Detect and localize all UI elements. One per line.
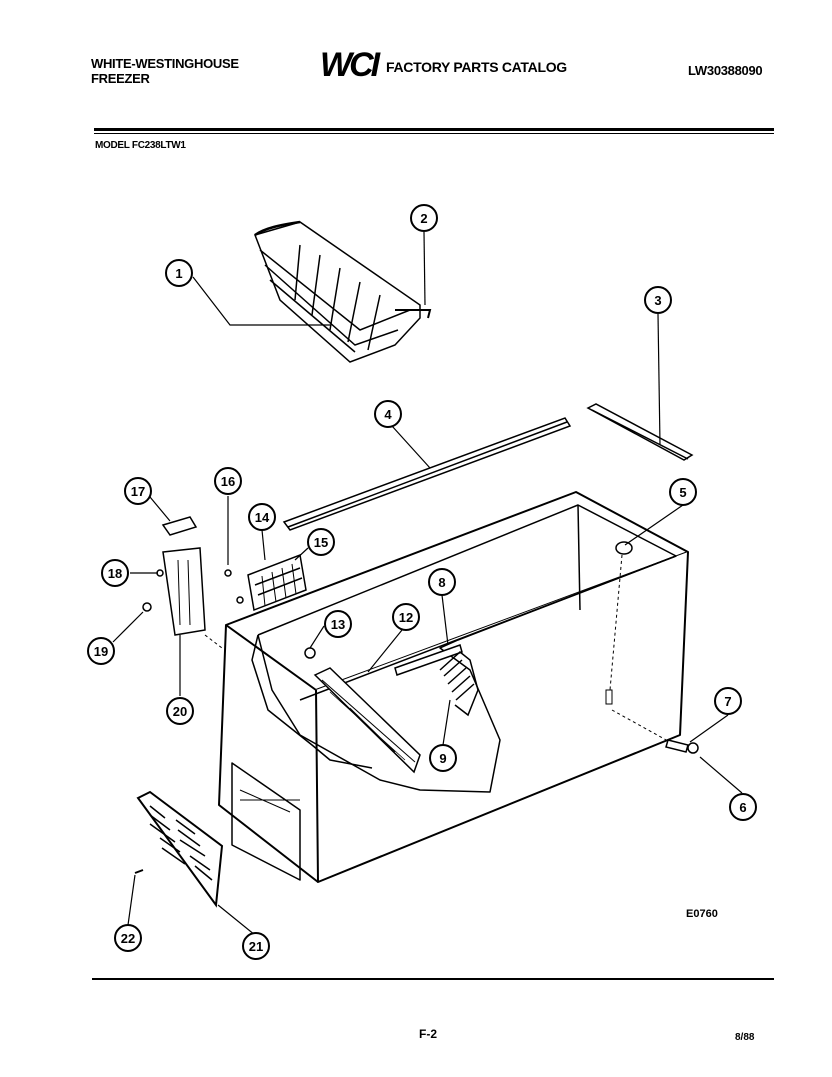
leader-lines <box>112 231 743 936</box>
part-4-rail <box>282 417 572 531</box>
svg-text:4: 4 <box>384 407 392 422</box>
callout-18: 18 <box>101 559 129 587</box>
svg-text:5: 5 <box>679 485 686 500</box>
callout-12: 12 <box>392 603 420 631</box>
svg-text:1: 1 <box>175 266 182 281</box>
svg-text:18: 18 <box>108 566 122 581</box>
callout-5: 5 <box>669 478 697 506</box>
svg-text:13: 13 <box>331 617 345 632</box>
diagram-code: E0760 <box>686 908 718 920</box>
callout-14: 14 <box>248 503 276 531</box>
callout-15: 15 <box>307 528 335 556</box>
svg-text:17: 17 <box>131 484 145 499</box>
catalog-date: 8/88 <box>735 1032 755 1043</box>
callout-21: 21 <box>242 932 270 960</box>
callout-13: 13 <box>324 610 352 638</box>
callout-9: 9 <box>429 744 457 772</box>
catalog-title: FACTORY PARTS CATALOG <box>386 59 567 75</box>
wci-logo: WCI <box>320 46 385 84</box>
svg-text:22: 22 <box>121 931 135 946</box>
part-8-9 <box>394 644 479 717</box>
brand-line-2: FREEZER <box>91 71 150 86</box>
part-7-6-hardware <box>665 739 699 754</box>
part-17-20-control <box>142 516 206 636</box>
wci-logo-text: WCI <box>320 46 382 84</box>
brand-line-1: WHITE-WESTINGHOUSE <box>91 56 239 71</box>
part-3-rail <box>586 403 694 461</box>
callout-19: 19 <box>87 637 115 665</box>
svg-text:21: 21 <box>249 939 263 954</box>
svg-text:12: 12 <box>399 610 413 625</box>
svg-text:9: 9 <box>439 751 446 766</box>
freezer-cabinet <box>218 491 689 883</box>
svg-text:14: 14 <box>255 510 270 525</box>
page-number: F-2 <box>419 1027 437 1041</box>
part-21-grille <box>136 790 224 908</box>
callout-6: 6 <box>729 793 757 821</box>
part-5-plug <box>615 541 633 555</box>
svg-text:6: 6 <box>739 800 746 815</box>
svg-text:3: 3 <box>654 293 661 308</box>
part-12-plate <box>313 667 421 774</box>
part-22-screw <box>134 869 144 874</box>
part-13-clip <box>304 647 316 659</box>
svg-text:16: 16 <box>221 474 235 489</box>
callout-7: 7 <box>714 687 742 715</box>
svg-text:8: 8 <box>438 575 445 590</box>
part-14-15-16-relay <box>224 553 307 612</box>
footer-rule <box>92 978 774 980</box>
callout-1: 1 <box>165 259 193 287</box>
callout-4: 4 <box>374 400 402 428</box>
model-label: MODEL FC238LTW1 <box>95 140 186 151</box>
callouts: 1 2 3 4 5 6 7 8 9 12 13 14 15 16 17 18 1… <box>87 204 757 960</box>
basket <box>254 220 432 363</box>
svg-text:15: 15 <box>314 535 328 550</box>
header-rule-thin <box>94 133 774 134</box>
callout-16: 16 <box>214 467 242 495</box>
svg-text:2: 2 <box>420 211 427 226</box>
callout-22: 22 <box>114 924 142 952</box>
svg-text:7: 7 <box>724 694 731 709</box>
callout-8: 8 <box>428 568 456 596</box>
callout-3: 3 <box>644 286 672 314</box>
svg-text:19: 19 <box>94 644 108 659</box>
header-rule-thick <box>94 128 774 131</box>
catalog-number: LW30388090 <box>688 63 763 78</box>
part-5-bracket <box>605 689 613 705</box>
callout-2: 2 <box>410 204 438 232</box>
svg-text:20: 20 <box>173 704 187 719</box>
callout-17: 17 <box>124 477 152 505</box>
callout-20: 20 <box>166 697 194 725</box>
